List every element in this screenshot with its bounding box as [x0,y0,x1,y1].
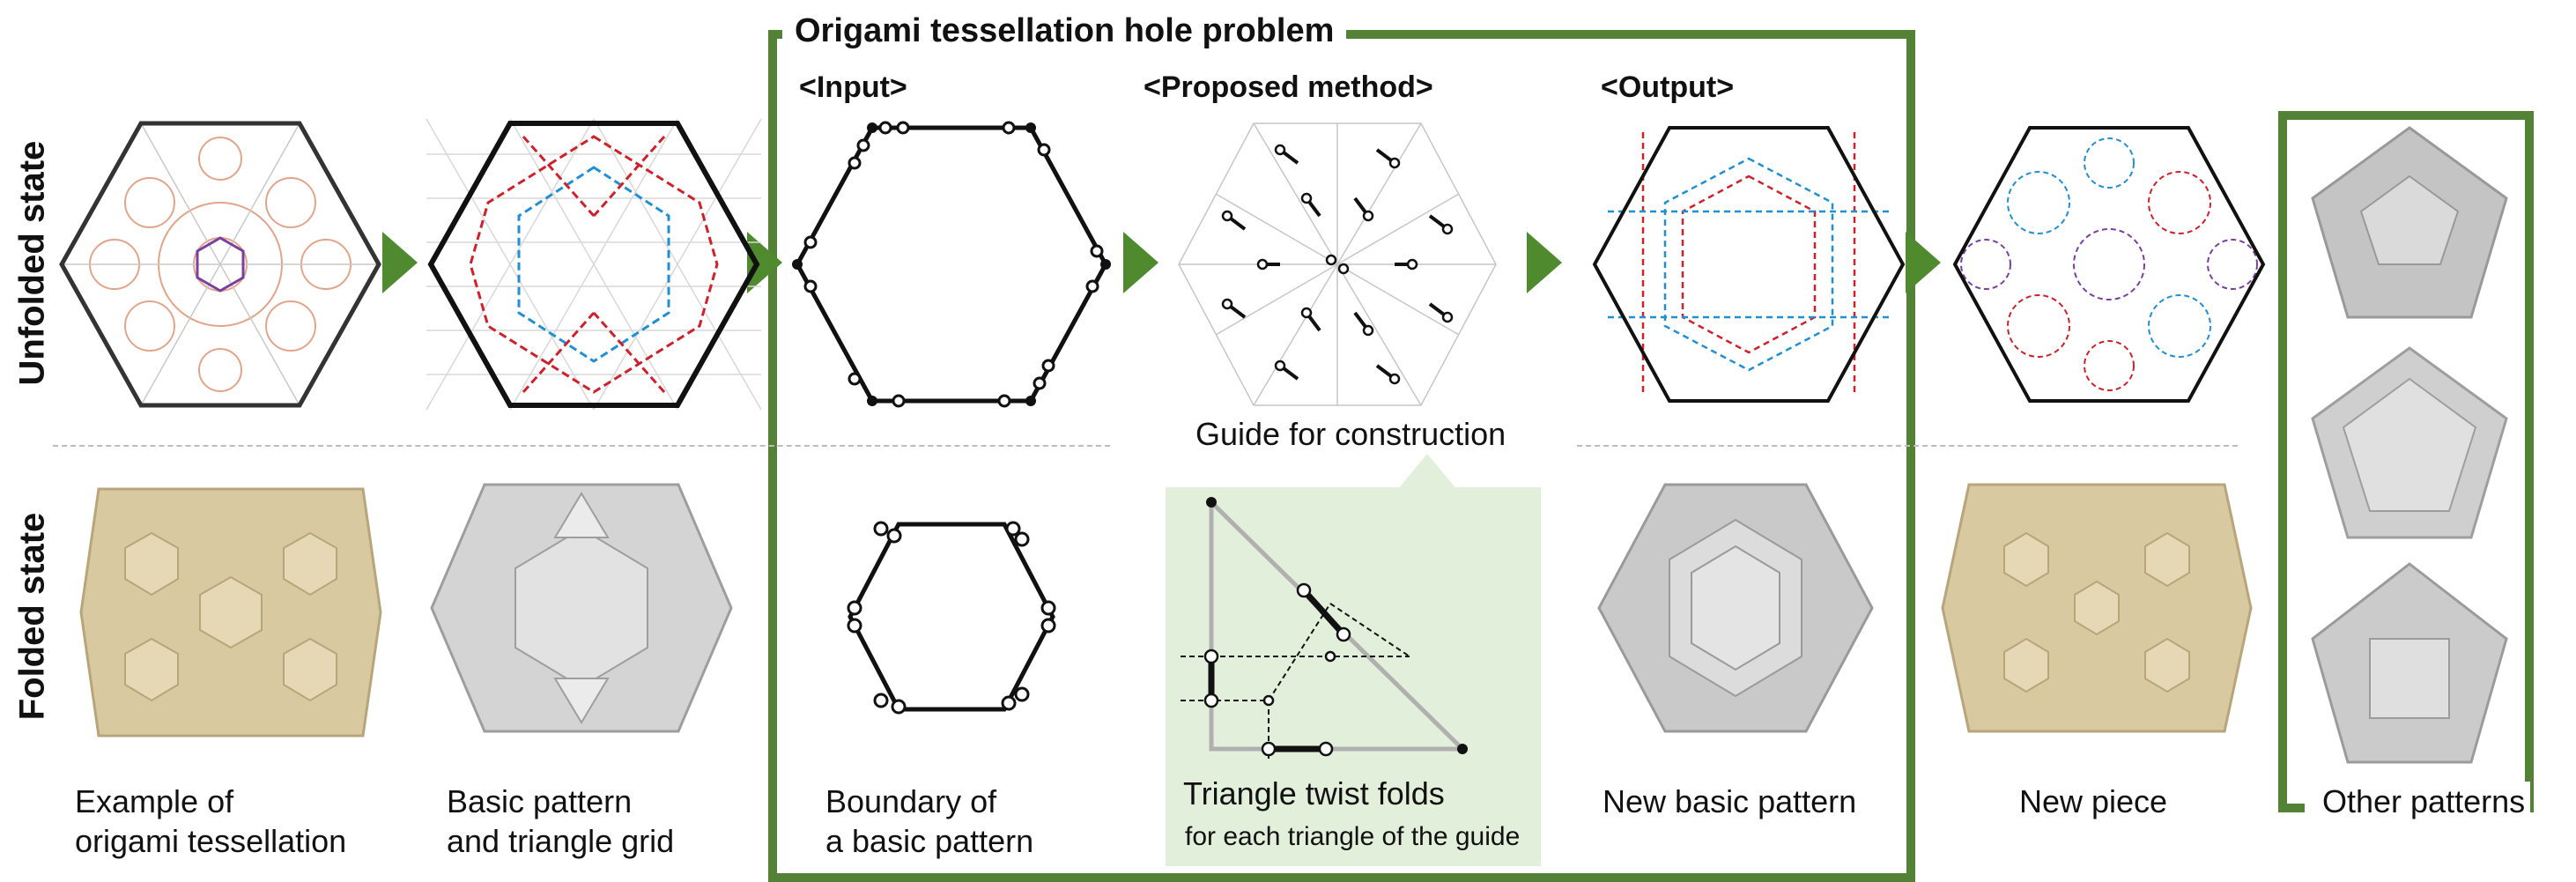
other-patterns-frame [2278,111,2534,812]
input-boundary-folded [847,521,1056,715]
arrow-1 [382,232,418,293]
header-method: <Proposed method> [1144,70,1433,104]
arrow-5 [1906,232,1941,293]
caption-basic: Basic pattern and triangle grid [447,783,675,859]
separator-left [53,445,1110,447]
caption-other: Other patterns [2317,782,2531,821]
caption-boundary: Boundary of a basic pattern [825,783,1034,859]
input-boundary-unfolded [792,121,1111,408]
photo-other-pattern-1 [2311,126,2508,319]
header-output: <Output> [1601,70,1735,104]
row-label-folded: Folded state [12,512,52,721]
arrow-2 [747,232,782,293]
photo-basic-pattern [430,483,733,733]
caption-new-basic: New basic pattern [1603,783,1857,819]
photo-new-basic-pattern [1597,483,1874,733]
caption-new-piece: New piece [2019,783,2168,819]
new-basic-pattern-crease [1592,126,1906,403]
arrow-4 [1527,232,1562,293]
basic-pattern-grid [426,118,762,411]
photo-other-pattern-2 [2311,346,2508,539]
row-label-unfolded: Unfolded state [12,140,52,386]
arrow-3 [1123,232,1158,293]
section-title: Origami tessellation hole problem [782,12,1347,50]
photo-other-pattern-3 [2311,562,2508,764]
triangle-caption-line1: Triangle twist folds [1183,775,1445,812]
photo-example-tessellation [79,487,382,737]
header-input: <Input> [799,70,907,104]
guide-caption: Guide for construction [1195,416,1506,452]
example-crease-pattern [59,121,381,408]
caption-example: Example of origami tessellation [75,783,347,859]
construction-guide [1178,122,1497,406]
triangle-caption-line2: for each triangle of the guide [1185,822,1521,851]
new-piece-crease [1952,126,2266,403]
triangle-twist-diagram [1181,497,1469,762]
photo-new-piece [1941,483,2253,733]
separator-right [1577,445,2238,447]
triangle-twist-box [1166,487,1541,866]
